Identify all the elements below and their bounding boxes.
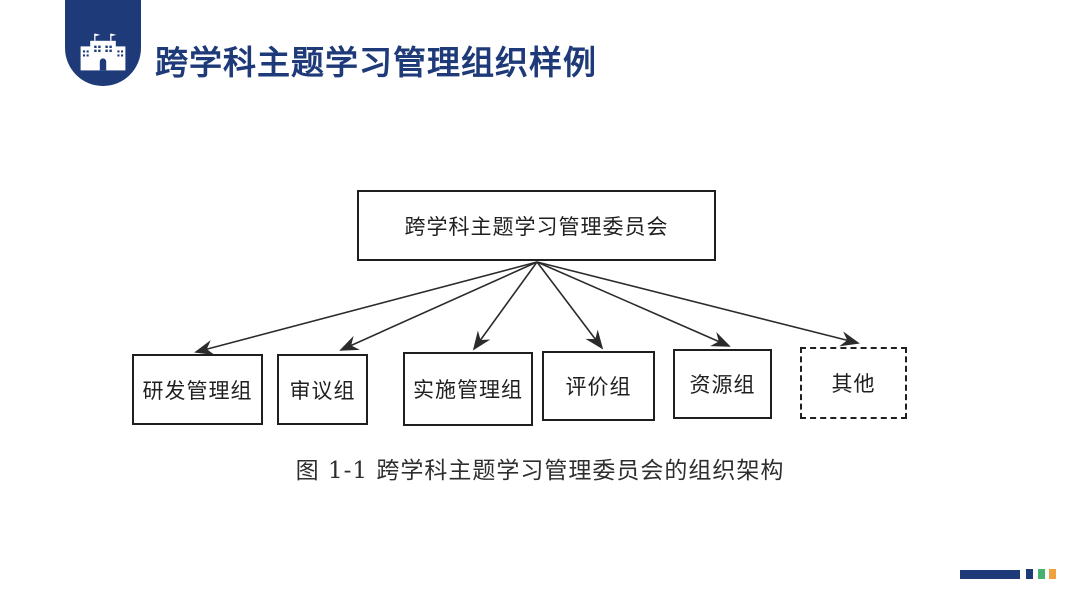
slide-title: 跨学科主题学习管理组织样例	[155, 43, 597, 82]
org-child-box-implement: 实施管理组	[403, 352, 533, 426]
org-child-box-other: 其他	[800, 347, 907, 419]
school-building-icon	[79, 32, 127, 72]
org-root-box: 跨学科主题学习管理委员会	[357, 190, 716, 261]
footer-bar	[960, 570, 1020, 579]
org-child-box-evaluate: 评价组	[542, 351, 655, 421]
org-child-box-resource: 资源组	[673, 349, 772, 419]
footer-green-square	[1038, 569, 1045, 579]
org-child-box-rd: 研发管理组	[132, 354, 263, 425]
header-badge	[65, 0, 141, 86]
org-child-box-review: 审议组	[277, 354, 368, 425]
figure-caption: 图 1-1 跨学科主题学习管理委员会的组织架构	[295, 458, 785, 484]
footer-orange-square	[1049, 569, 1056, 579]
footer-navy-square	[1026, 569, 1033, 579]
